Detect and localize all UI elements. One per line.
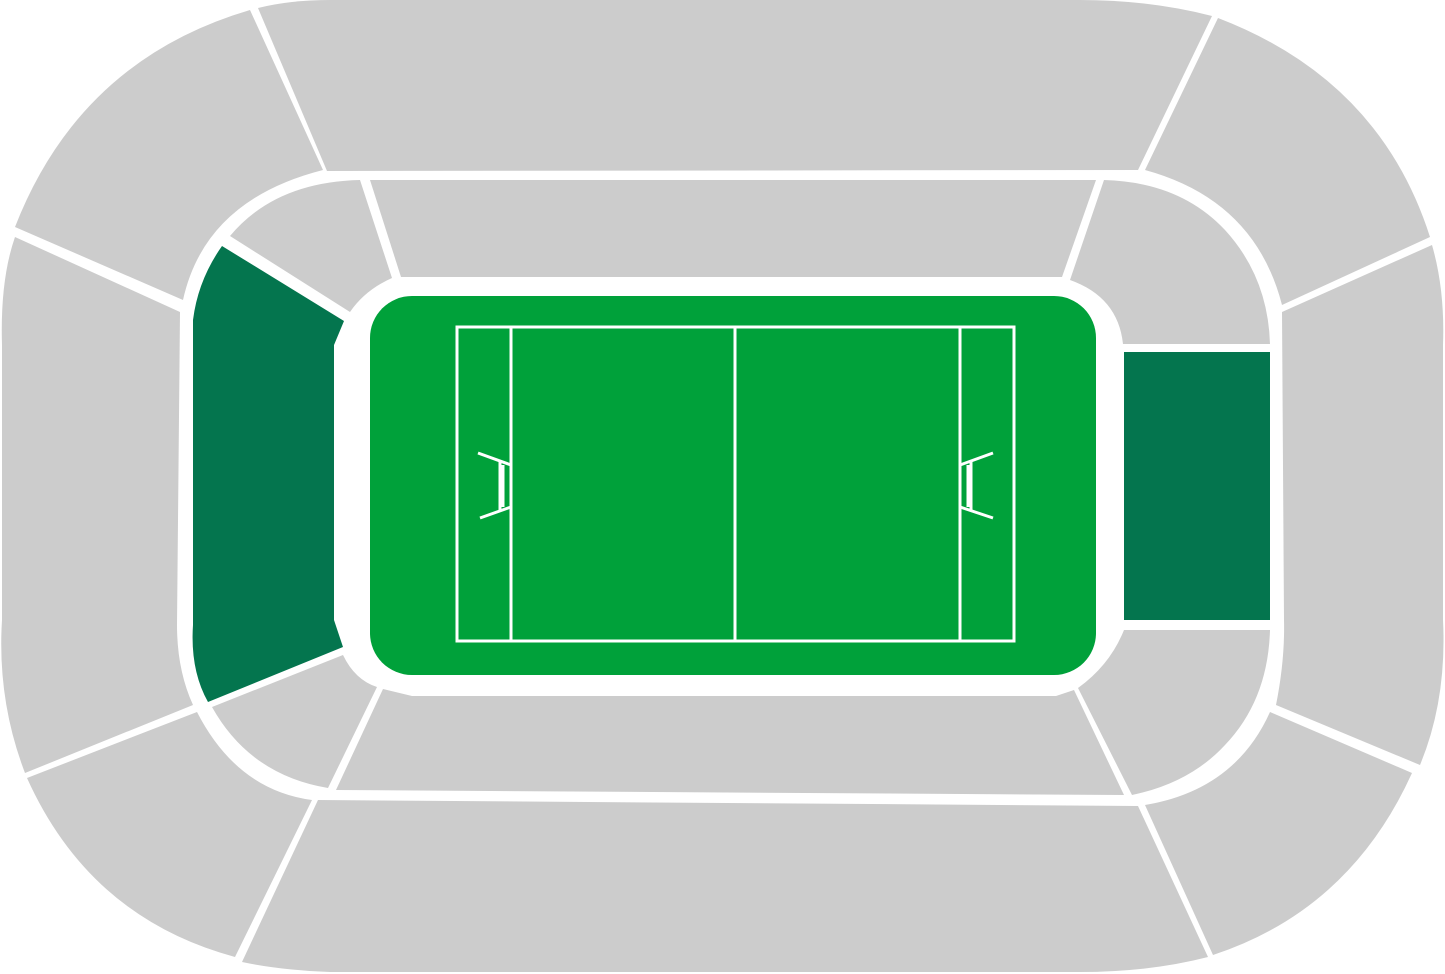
- section-outer-bottom-left[interactable]: [27, 712, 312, 957]
- section-inner-bottom-left[interactable]: [212, 655, 377, 788]
- section-outer-right[interactable]: [1276, 245, 1444, 765]
- section-inner-right[interactable]: [1124, 352, 1270, 620]
- pitch-surface: [370, 296, 1096, 675]
- section-inner-bottom[interactable]: [336, 689, 1124, 795]
- section-outer-top-left[interactable]: [15, 10, 323, 300]
- section-outer-bottom-right[interactable]: [1145, 712, 1412, 955]
- pitch: [370, 296, 1096, 675]
- section-inner-bottom-right[interactable]: [1078, 630, 1270, 795]
- goal-posts-left: [477, 451, 512, 520]
- section-outer-top-right[interactable]: [1145, 18, 1430, 305]
- goal-posts-right: [959, 451, 994, 520]
- section-outer-bottom[interactable]: [242, 800, 1208, 972]
- section-inner-top-right[interactable]: [1070, 180, 1270, 344]
- section-inner-top-left[interactable]: [230, 180, 392, 312]
- section-outer-top[interactable]: [258, 0, 1212, 171]
- section-inner-left[interactable]: [192, 246, 344, 702]
- section-inner-top[interactable]: [370, 180, 1096, 277]
- section-outer-left[interactable]: [1, 237, 193, 773]
